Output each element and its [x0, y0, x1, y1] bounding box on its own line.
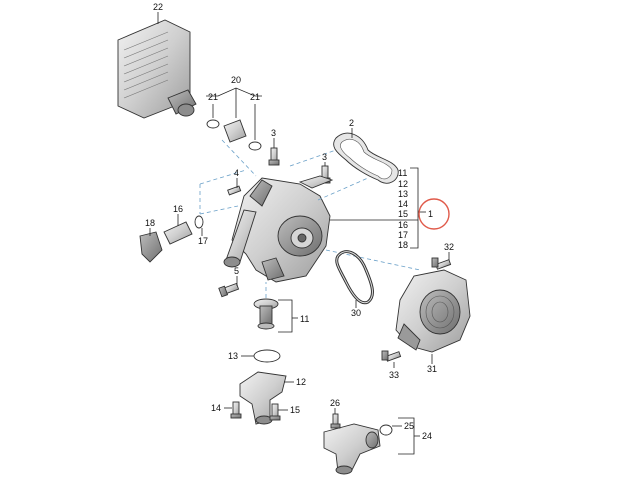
label-22: 22: [153, 2, 163, 12]
label-5: 5: [234, 266, 239, 276]
belt-cover: [395, 269, 471, 353]
label-14: 14: [398, 199, 408, 209]
label-15b: 15: [290, 405, 300, 415]
bolt-26: [330, 413, 341, 429]
oil-cooler: [117, 19, 197, 119]
label-16: 16: [173, 204, 183, 214]
label-24: 24: [422, 431, 432, 441]
label-4: 4: [234, 168, 239, 178]
drive-belt: [335, 250, 374, 305]
bolt-3a: [268, 147, 280, 166]
o-ring-13: [253, 349, 281, 363]
label-12b: 12: [296, 377, 306, 387]
label-31: 31: [427, 364, 437, 374]
label-12: 12: [398, 179, 408, 189]
label-21a: 21: [208, 92, 218, 102]
label-14b: 14: [211, 403, 221, 413]
pipe-connector: [206, 119, 262, 151]
label-15: 15: [398, 209, 408, 219]
label-17b: 17: [398, 230, 408, 240]
label-33: 33: [389, 370, 399, 380]
label-20: 20: [231, 75, 241, 85]
bolt-33: [381, 350, 402, 362]
label-18b: 18: [398, 240, 408, 250]
label-21b: 21: [250, 92, 260, 102]
temperature-sensor: [139, 215, 204, 263]
label-3a: 3: [271, 128, 276, 138]
bolt-5: [218, 282, 240, 298]
label-13: 13: [398, 189, 408, 199]
bolt-15: [269, 403, 281, 421]
highlight-circle: [418, 198, 450, 230]
thermostat: [253, 298, 279, 330]
water-pump-housing: [223, 175, 334, 283]
label-26: 26: [330, 398, 340, 408]
coolant-pipe-24: [323, 423, 393, 475]
label-30: 30: [351, 308, 361, 318]
label-18: 18: [145, 218, 155, 228]
bolt-32: [431, 257, 452, 270]
label-11: 11: [398, 168, 407, 178]
bracket-group-1: [410, 167, 419, 249]
label-32: 32: [444, 242, 454, 252]
bolt-14: [230, 401, 242, 419]
gasket-2: [333, 132, 399, 184]
bolt-4: [227, 185, 242, 196]
label-3b: 3: [322, 152, 327, 162]
label-13b: 13: [228, 351, 238, 361]
label-17: 17: [198, 236, 208, 246]
label-11b: 11: [300, 314, 309, 324]
bracket-11b: [278, 299, 293, 333]
label-1: 1: [428, 209, 433, 219]
label-2: 2: [349, 118, 354, 128]
label-25: 25: [404, 421, 414, 431]
label-16b: 16: [398, 220, 408, 230]
